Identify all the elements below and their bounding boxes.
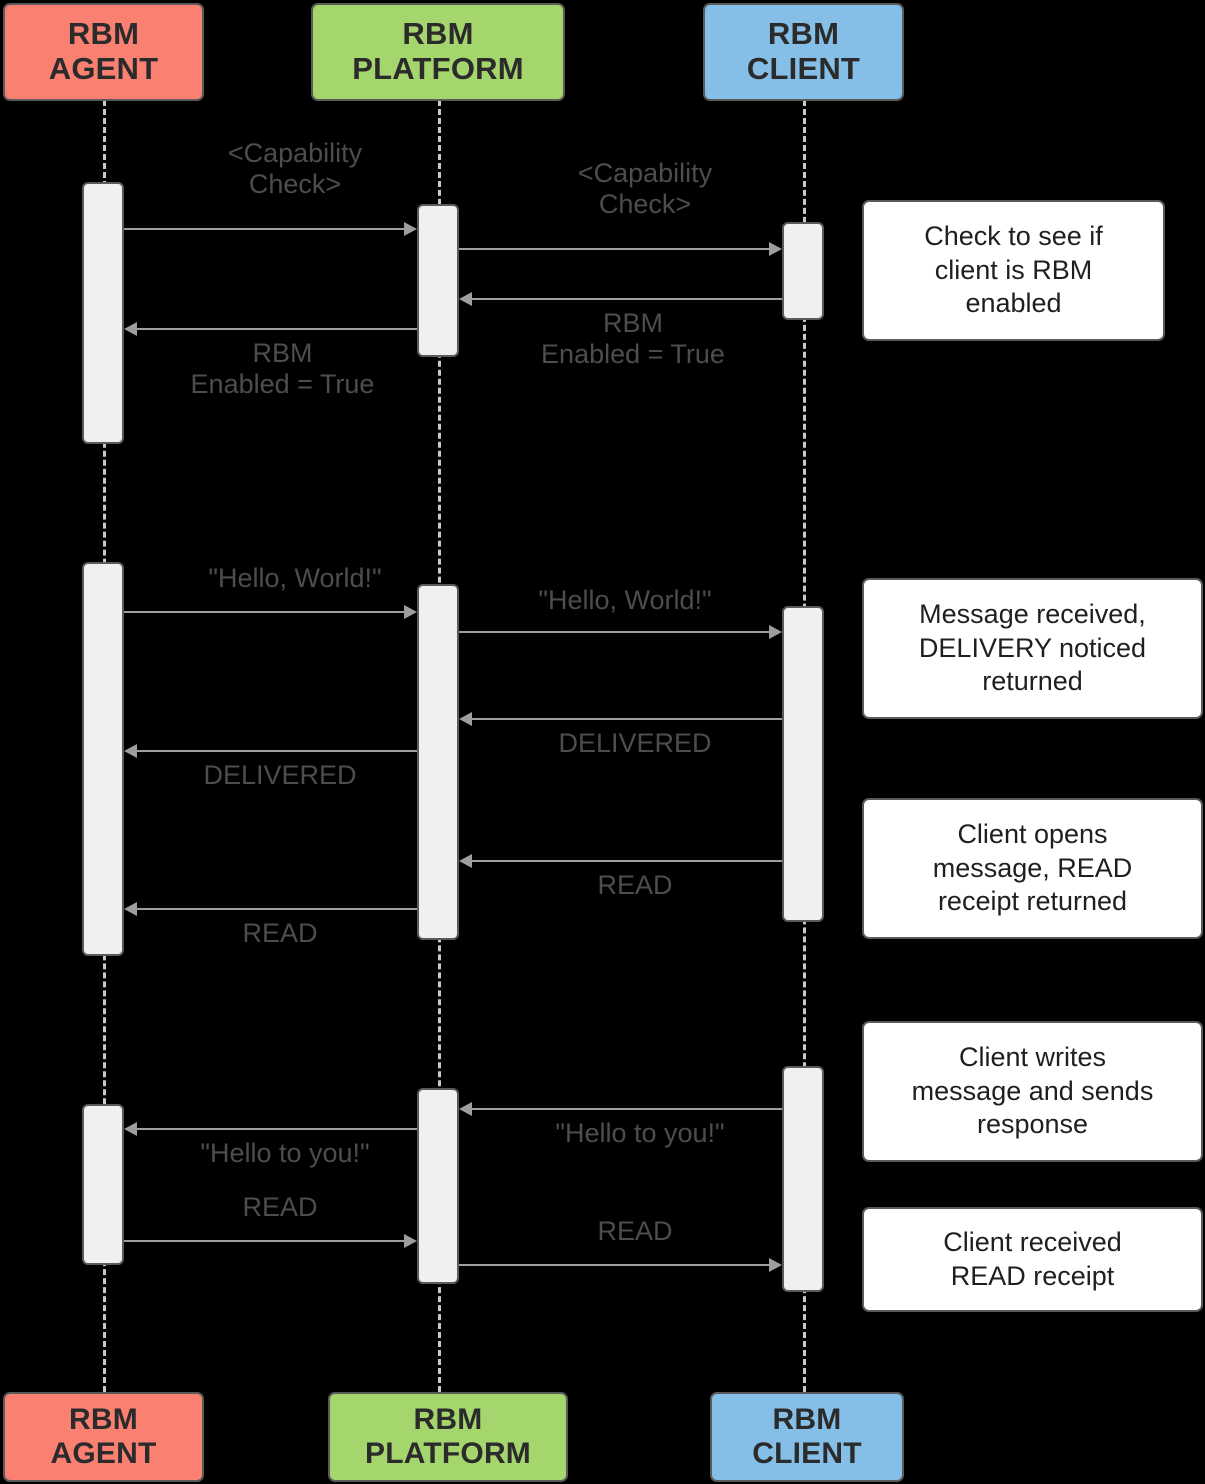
activation-client-2[interactable]: [782, 606, 824, 922]
note-client-received-read: Client received READ receipt: [862, 1207, 1203, 1312]
message-label-m1: <Capability Check>: [227, 138, 363, 200]
activation-agent-2[interactable]: [82, 562, 124, 956]
message-arrowhead-m2: [769, 242, 782, 256]
message-label-m11: "Hello to you!": [555, 1118, 725, 1148]
participant-footer-platform-line1: RBM: [413, 1403, 483, 1437]
participant-header-platform-line2: PLATFORM: [352, 51, 524, 86]
message-line-m13: [124, 1240, 404, 1242]
participant-header-agent[interactable]: RBM AGENT: [3, 3, 204, 101]
participant-header-client-line1: RBM: [767, 16, 840, 52]
participant-header-platform-line1: RBM: [402, 16, 474, 52]
activation-platform-3[interactable]: [417, 1088, 459, 1284]
participant-header-client-line2: CLIENT: [746, 51, 861, 86]
activation-client-1[interactable]: [782, 222, 824, 320]
note-client-opens-message: Client opens message, READ receipt retur…: [862, 798, 1203, 939]
message-line-m4: [137, 328, 417, 330]
message-line-m7: [472, 718, 782, 720]
message-label-m7: DELIVERED: [558, 728, 712, 758]
activation-platform-1[interactable]: [417, 204, 459, 357]
participant-footer-platform-line2: PLATFORM: [364, 1437, 531, 1470]
message-arrowhead-m11: [459, 1102, 472, 1116]
participant-header-client[interactable]: RBM CLIENT: [703, 3, 904, 101]
participant-footer-client-line2: CLIENT: [752, 1437, 862, 1470]
message-label-m3: RBM Enabled = True: [541, 308, 725, 370]
message-line-m5: [124, 611, 404, 613]
message-label-m8: DELIVERED: [203, 760, 357, 790]
message-label-m4: RBM Enabled = True: [190, 338, 375, 400]
activation-agent-1[interactable]: [82, 182, 124, 444]
message-line-m3: [472, 298, 782, 300]
message-label-m14: READ: [597, 1216, 673, 1246]
note-client-writes-message: Client writes message and sends response: [862, 1021, 1203, 1162]
participant-footer-agent[interactable]: RBM AGENT: [3, 1392, 204, 1482]
message-label-m5: "Hello, World!": [208, 563, 382, 593]
message-label-m13: READ: [242, 1192, 318, 1222]
message-arrowhead-m8: [124, 744, 137, 758]
message-arrowhead-m6: [769, 625, 782, 639]
message-arrowhead-m10: [124, 902, 137, 916]
participant-footer-agent-line1: RBM: [69, 1403, 138, 1437]
message-arrowhead-m5: [404, 605, 417, 619]
participant-footer-agent-line2: AGENT: [50, 1437, 157, 1470]
activation-platform-2[interactable]: [417, 584, 459, 940]
message-arrowhead-m9: [459, 854, 472, 868]
activation-client-3[interactable]: [782, 1066, 824, 1292]
participant-footer-client[interactable]: RBM CLIENT: [710, 1392, 904, 1482]
activation-agent-3[interactable]: [82, 1104, 124, 1265]
message-arrowhead-m4: [124, 322, 137, 336]
message-line-m10: [137, 908, 417, 910]
message-arrowhead-m14: [769, 1258, 782, 1272]
message-label-m12: "Hello to you!": [200, 1138, 370, 1168]
note-capability-check: Check to see if client is RBM enabled: [862, 200, 1165, 341]
participant-header-agent-line2: AGENT: [48, 51, 159, 86]
message-arrowhead-m7: [459, 712, 472, 726]
message-line-m14: [459, 1264, 769, 1266]
message-arrowhead-m13: [404, 1234, 417, 1248]
participant-footer-client-line1: RBM: [772, 1403, 842, 1437]
message-line-m1: [124, 228, 404, 230]
message-line-m9: [472, 860, 782, 862]
participant-header-platform[interactable]: RBM PLATFORM: [311, 3, 565, 101]
message-line-m2: [459, 248, 769, 250]
note-message-received: Message received, DELIVERY noticed retur…: [862, 578, 1203, 719]
message-label-m9: READ: [597, 870, 673, 900]
participant-footer-platform[interactable]: RBM PLATFORM: [328, 1392, 568, 1482]
message-label-m10: READ: [242, 918, 318, 948]
message-label-m6: "Hello, World!": [538, 585, 712, 615]
message-arrowhead-m3: [459, 292, 472, 306]
message-arrowhead-m12: [124, 1122, 137, 1136]
message-line-m12: [137, 1128, 417, 1130]
message-label-m2: <Capability Check>: [577, 158, 713, 220]
message-arrowhead-m1: [404, 222, 417, 236]
participant-header-agent-line1: RBM: [67, 16, 140, 52]
message-line-m8: [137, 750, 417, 752]
message-line-m11: [472, 1108, 782, 1110]
message-line-m6: [459, 631, 769, 633]
